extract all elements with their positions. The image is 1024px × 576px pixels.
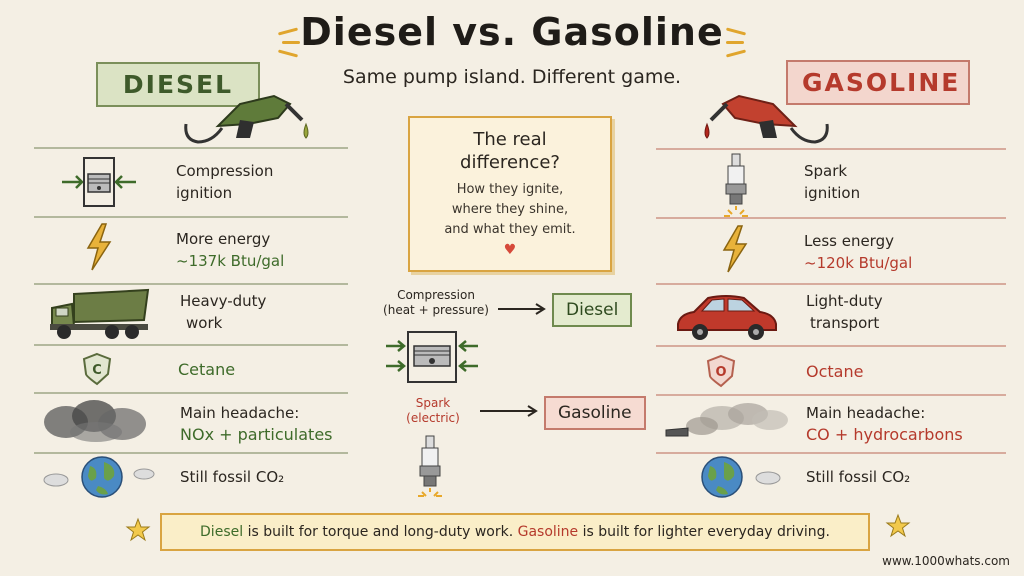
arrow-right-icon [498,303,546,315]
octane-shield-icon: O [706,354,736,388]
cetane-shield-icon: C [82,352,112,386]
gasoline-energy-text: Less energy ~120k Btu/gal [804,230,912,274]
diesel-emissions-text: Main headache: NOx + particulates [180,402,333,446]
soot-cloud-icon [44,400,146,442]
row-divider [34,147,348,149]
gasoline-duty-line2: transport [810,314,880,332]
row-divider [34,283,348,285]
diesel-energy-line1: More energy [176,230,271,248]
diesel-label: DIESEL [96,62,260,107]
card-heading: The real difference? [410,128,610,174]
cetane-shield-letter: C [92,363,102,378]
diesel-ignition-text: Compression ignition [176,160,273,204]
earth-globe-icon [43,456,155,498]
gasoline-duty-text: Light-duty transport [806,290,883,334]
gasoline-emissions-text: Main headache: CO + hydrocarbons [806,402,963,446]
earth-globe-icon [701,456,781,498]
diesel-duty-line2: work [186,314,223,332]
octane-shield-letter: O [715,365,726,380]
piston-compression-icon [62,157,136,207]
gasoline-energy-line1: Less energy [804,232,894,250]
gasoline-duty-line1: Light-duty [806,292,883,310]
card-body-line2: where they shine, [451,202,569,217]
compression-label-line1: Compression [397,288,475,302]
site-url[interactable]: www.1000whats.com [882,554,1010,568]
card-heading-line2: difference? [460,152,560,173]
spark-label-line2: (electric) [406,411,460,425]
spark-plug-icon [724,153,748,217]
page-title: Diesel vs. Gasoline [300,10,724,54]
spark-label-line1: Spark [415,396,451,410]
spark-label: Spark (electric) [398,396,468,426]
diesel-duty-line1: Heavy-duty [180,292,267,310]
lightning-icon [722,225,748,273]
footer-gas-word: Gasoline [517,524,579,540]
lightning-icon [86,223,112,271]
row-divider [34,392,348,394]
heart-icon: ♥ [503,242,517,258]
gasoline-nozzle-icon [704,94,829,144]
star-icon [885,513,911,538]
gasoline-label: GASOLINE [786,60,970,105]
difference-card: The real difference? How they ignite, wh… [408,116,612,272]
row-divider [34,452,348,454]
diesel-emissions-value: NOx + particulates [180,425,333,444]
diesel-ignition-line1: Compression [176,162,274,180]
diesel-ignition-line2: ignition [176,184,233,202]
gasoline-emissions-value: CO + hydrocarbons [806,425,963,444]
row-divider [656,283,1006,285]
arrow-right-icon [480,405,538,417]
row-divider [656,148,1006,150]
row-divider [656,217,1006,219]
gasoline-energy-value: ~120k Btu/gal [804,254,913,272]
spark-plug-icon [418,435,442,497]
gasoline-co2-text: Still fossil CO₂ [806,468,911,486]
star-icon [125,517,151,542]
row-divider [656,345,1006,347]
gasoline-emissions-line1: Main headache: [806,404,926,422]
compression-label-line2: (heat + pressure) [383,303,489,317]
footer-diesel-rest: is built for torque and long-duty work. [243,524,518,540]
exhaust-smoke-icon [665,403,788,437]
diesel-emissions-line1: Main headache: [180,404,300,422]
piston-compression-icon [386,331,478,383]
card-body-line1: How they ignite, [456,182,564,197]
diesel-cetane-text: Cetane [178,360,236,379]
page-subtitle: Same pump island. Different game. [342,66,682,88]
title-deco-dash [726,41,744,44]
row-divider [34,216,348,218]
footer-banner: Diesel is built for torque and long-duty… [160,513,870,551]
diesel-tag: Diesel [552,293,633,327]
diesel-energy-text: More energy ~137k Btu/gal [176,228,284,272]
diesel-nozzle-icon [184,94,309,144]
footer-diesel-word: Diesel [200,524,244,540]
card-body: How they ignite, where they shine, and w… [410,180,610,240]
red-car-icon [677,295,777,340]
card-body-line3: and what they emit. [444,222,576,237]
row-divider [656,452,1006,454]
gasoline-octane-text: Octane [806,362,864,381]
gasoline-tag: Gasoline [544,396,646,430]
gasoline-ignition-text: Spark ignition [804,160,860,204]
card-heading-line1: The real [473,129,547,150]
title-deco-dash [282,41,300,44]
gasoline-ignition-line2: ignition [804,184,861,202]
compression-label: Compression (heat + pressure) [380,288,492,318]
dump-truck-icon [50,288,150,339]
gasoline-ignition-line1: Spark [804,162,848,180]
footer-gas-rest: is built for lighter everyday driving. [578,524,830,540]
diesel-duty-text: Heavy-duty work [180,290,266,334]
row-divider [656,394,1006,396]
row-divider [34,344,348,346]
diesel-energy-value: ~137k Btu/gal [176,252,285,270]
diesel-co2-text: Still fossil CO₂ [180,468,285,486]
